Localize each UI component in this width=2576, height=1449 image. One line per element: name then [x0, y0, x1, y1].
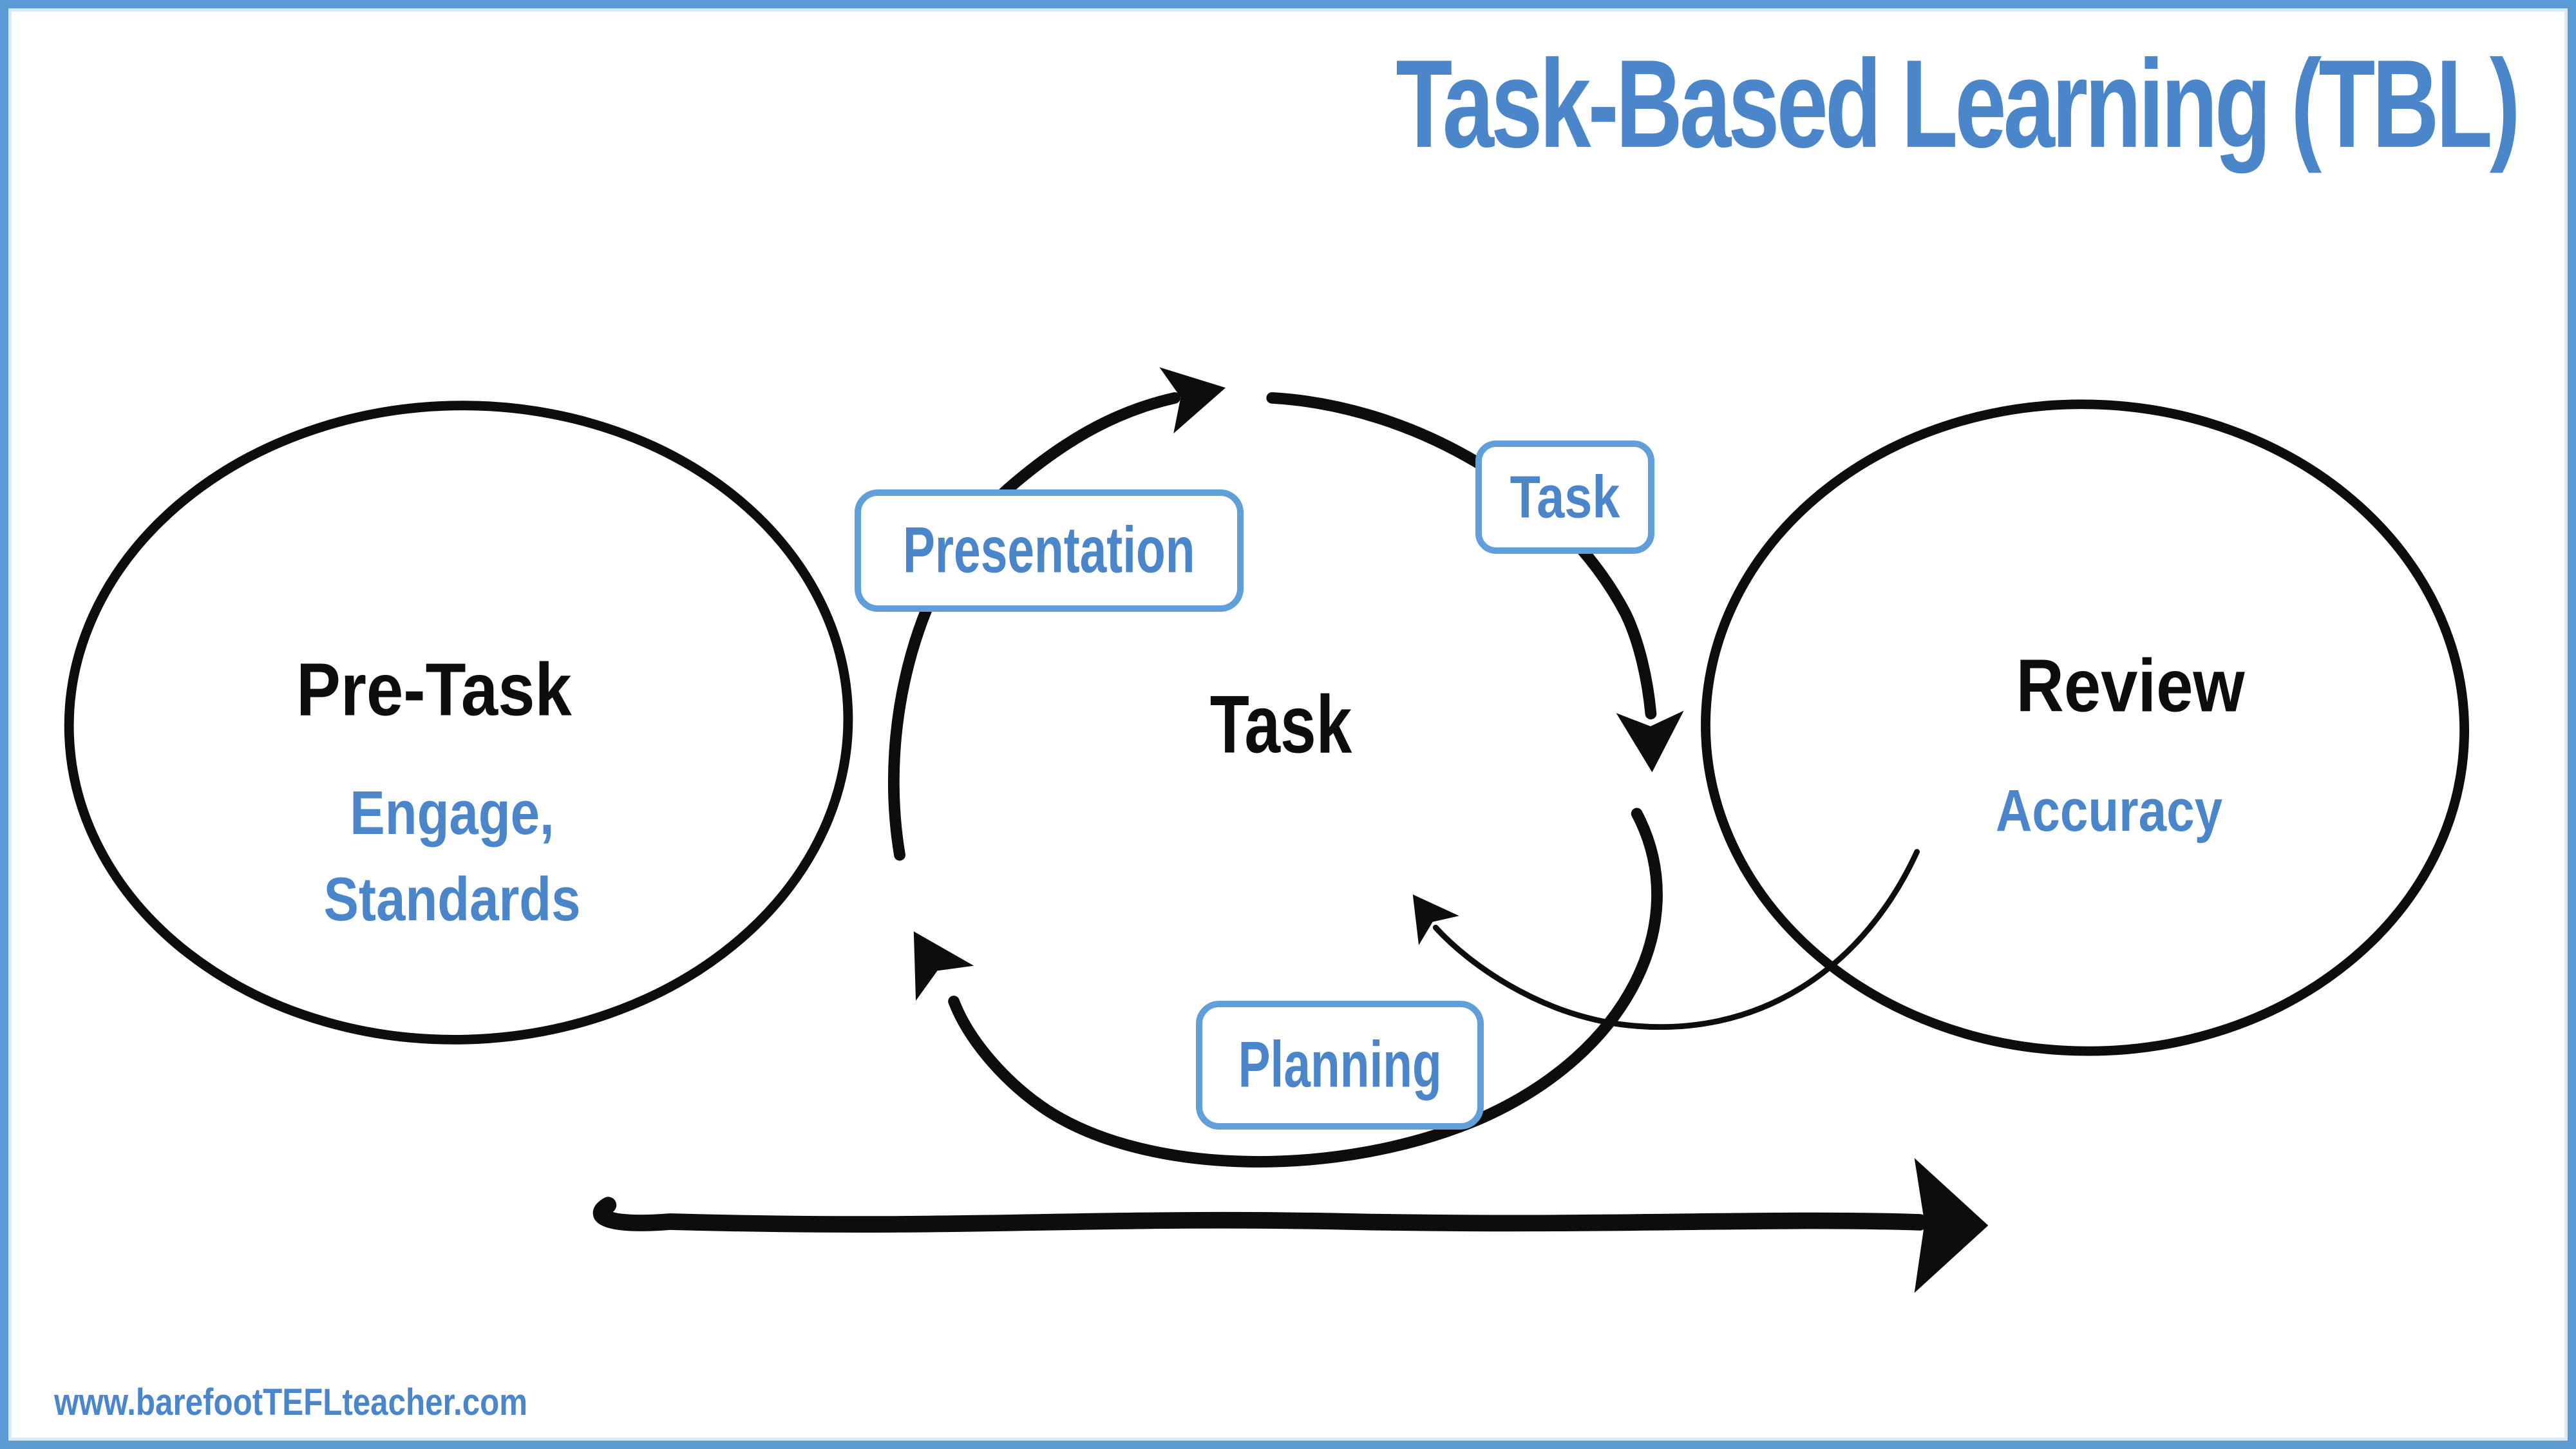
- bottom-flow-arrowhead: [1914, 1158, 1989, 1293]
- review-detail-accuracy: Accuracy: [1995, 778, 2223, 844]
- bottom-flow-arrow-line: [592, 1197, 1928, 1233]
- review-label: Review: [2016, 643, 2245, 728]
- pre-task-detail-standards: Standards: [323, 865, 581, 934]
- page-title: Task-Based Learning (TBL): [1396, 34, 2520, 175]
- cycle-arrowhead-right: [1616, 710, 1684, 773]
- review-feedback-arrow-line: [1432, 849, 1920, 1030]
- cycle-arc-right-to-bottomleft: [948, 808, 1663, 1168]
- pre-task-label: Pre-Task: [296, 647, 572, 732]
- cycle-arrowhead-top: [1159, 367, 1226, 434]
- watermark-url: www.barefootTEFLteacher.com: [54, 1381, 528, 1423]
- pre-task-circle: [64, 401, 853, 1045]
- task-cycle-center-label: Task: [1209, 679, 1352, 770]
- presentation-step-label: Presentation: [903, 514, 1195, 587]
- planning-step-tag: Planning: [1196, 1001, 1484, 1130]
- presentation-step-tag: Presentation: [855, 489, 1244, 612]
- review-feedback-arrowhead: [1412, 894, 1459, 945]
- task-step-tag: Task: [1475, 440, 1654, 554]
- task-step-label: Task: [1510, 463, 1620, 531]
- pre-task-detail-engage: Engage,: [350, 779, 554, 848]
- review-circle: [1701, 399, 2470, 1056]
- planning-step-label: Planning: [1238, 1028, 1442, 1101]
- cycle-arrowhead-bottom-left: [913, 931, 974, 1001]
- cycle-arc-left-to-top: [887, 392, 1180, 861]
